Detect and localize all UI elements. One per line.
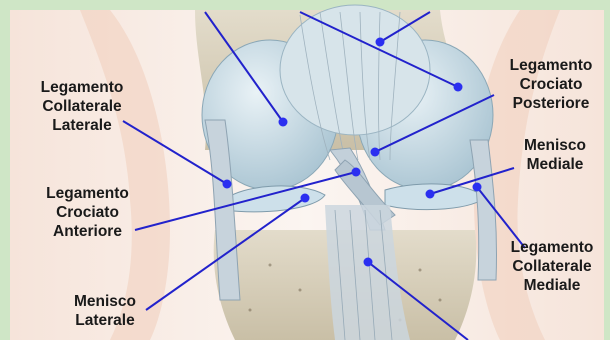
- label-line: Collaterale: [494, 257, 610, 276]
- anchor-dot-lcl-condyle: [279, 118, 288, 127]
- label-line: Crociato: [492, 75, 610, 94]
- label-line: Collaterale: [22, 97, 142, 116]
- label-menisco-mediale: Menisco Mediale: [505, 136, 605, 174]
- anchor-dot-lca: [352, 168, 361, 177]
- label-legamento-collaterale-laterale: Legamento Collaterale Laterale: [22, 78, 142, 135]
- label-legamento-crociato-anteriore: Legamento Crociato Anteriore: [30, 184, 145, 241]
- anchor-dot-mm: [426, 190, 435, 199]
- label-legamento-crociato-posteriore: Legamento Crociato Posteriore: [492, 56, 610, 113]
- label-line: Legamento: [22, 78, 142, 97]
- anchor-dot-lcm: [473, 183, 482, 192]
- label-line: Laterale: [22, 116, 142, 135]
- label-legamento-collaterale-mediale: Legamento Collaterale Mediale: [494, 238, 610, 295]
- anchor-dot-capsule: [376, 38, 385, 47]
- anchor-dot-tendon: [364, 258, 373, 267]
- label-menisco-laterale: Menisco Laterale: [55, 292, 155, 330]
- label-line: Legamento: [492, 56, 610, 75]
- label-line: Legamento: [30, 184, 145, 203]
- label-line: Crociato: [30, 203, 145, 222]
- label-line: Legamento: [494, 238, 610, 257]
- label-line: Anteriore: [30, 222, 145, 241]
- anchor-dot-lcp: [371, 148, 380, 157]
- anchor-dot-ml: [301, 194, 310, 203]
- label-line: Mediale: [494, 276, 610, 295]
- label-line: Menisco: [505, 136, 605, 155]
- label-line: Mediale: [505, 155, 605, 174]
- anchor-dot-medial-condyle: [454, 83, 463, 92]
- anchor-dot-lcl: [223, 180, 232, 189]
- label-line: Posteriore: [492, 94, 610, 113]
- label-line: Menisco: [55, 292, 155, 311]
- label-line: Laterale: [55, 311, 155, 330]
